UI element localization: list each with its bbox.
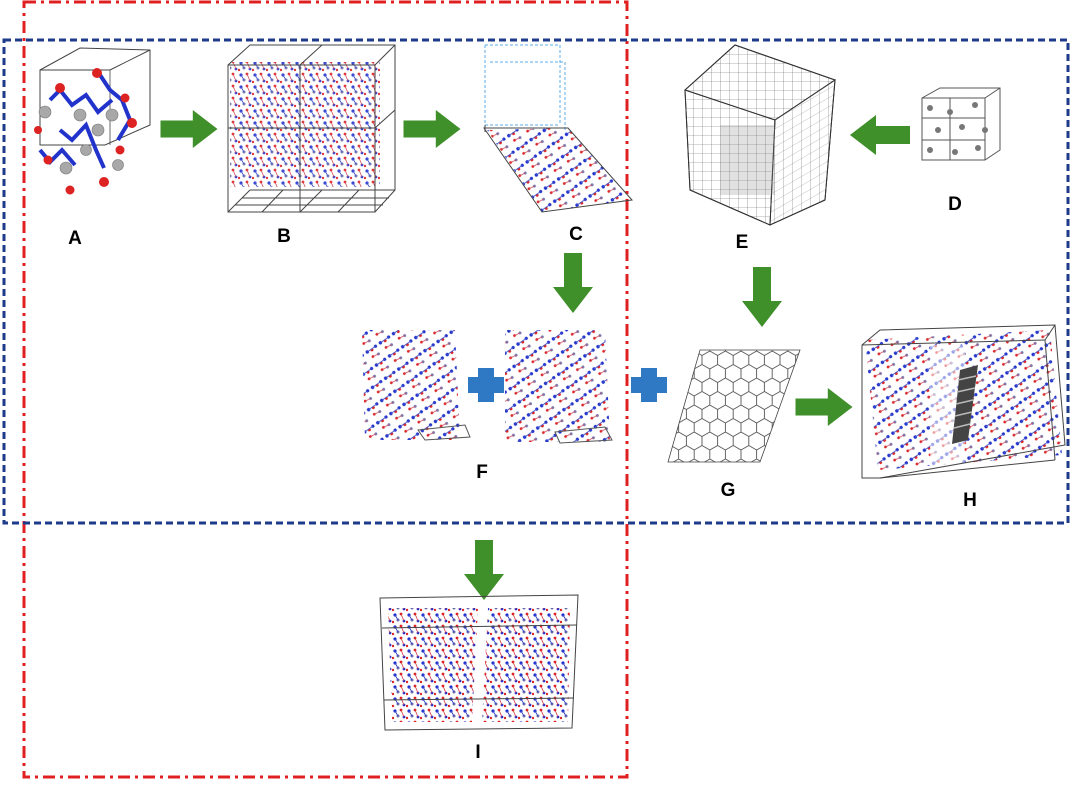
panel-e-graphite-supercell — [684, 44, 837, 226]
arrow-f-to-i — [464, 540, 504, 600]
arrow-c-to-f — [553, 253, 593, 313]
panel-c-slab — [483, 44, 633, 213]
panel-b-supercell — [227, 44, 396, 213]
panel-i-interface-structure — [379, 594, 579, 731]
arrow-a-to-b — [160, 110, 218, 148]
arrow-b-to-c — [403, 110, 461, 148]
arrow-d-to-e — [850, 115, 910, 155]
red-region-border — [22, 0, 629, 779]
panel-d-graphite-unit — [921, 87, 1001, 161]
arrow-e-to-g — [742, 267, 782, 327]
label-h: H — [963, 490, 977, 511]
label-e: E — [735, 232, 749, 253]
label-a: A — [68, 228, 82, 249]
blue-plus-icon — [468, 368, 504, 402]
panel-a-molecule — [34, 47, 151, 195]
label-b: B — [277, 226, 291, 247]
blue-plus-icon — [631, 368, 667, 402]
label-c: C — [569, 224, 583, 245]
panel-g-graphene-sheet — [667, 349, 801, 463]
arrow-g-to-h — [795, 388, 853, 426]
panel-h-hybrid-structure — [861, 324, 1066, 479]
label-d: D — [948, 194, 962, 215]
label-f: F — [476, 462, 488, 483]
label-i: I — [475, 742, 481, 763]
label-g: G — [720, 480, 736, 501]
blue-region-border — [2, 38, 1070, 525]
panel-f-two-slabs — [362, 330, 613, 444]
